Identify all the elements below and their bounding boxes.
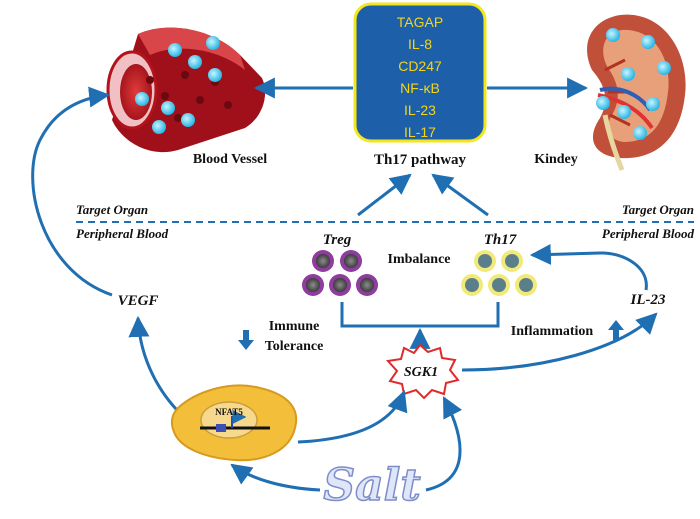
pathway-item: TAGAP xyxy=(397,14,443,30)
arrow-th17-to-pathway xyxy=(431,173,489,217)
th17-pathway-label: Th17 pathway xyxy=(374,152,467,168)
pathway-item: IL-8 xyxy=(408,36,432,52)
imbalance-bracket xyxy=(340,302,500,328)
sgk1-label: SGK1 xyxy=(404,365,438,380)
nfat5-label: NFAT5 xyxy=(215,407,243,417)
th17-pathway-box: TAGAP IL-8 CD247 NF-κB IL-23 IL-17 xyxy=(353,2,487,143)
treg-cell-cluster xyxy=(302,250,378,296)
pathway-item: IL-23 xyxy=(404,102,436,118)
down-arrow-icon xyxy=(238,330,254,350)
blood-vessel-label: Blood Vessel xyxy=(193,152,267,167)
peripheral-blood-right: Peripheral Blood xyxy=(602,226,695,241)
gene-box xyxy=(216,424,226,432)
target-organ-left: Target Organ xyxy=(76,202,148,217)
arrow-il23-to-th17 xyxy=(529,243,648,291)
kidney-image xyxy=(587,14,686,171)
treg-label: Treg xyxy=(323,232,352,248)
th17-cell-cluster xyxy=(461,250,537,296)
up-arrow-icon xyxy=(608,320,624,340)
salt-label: Salt xyxy=(323,460,420,511)
pathway-item: CD247 xyxy=(398,58,442,74)
pathway-item: IL-17 xyxy=(404,124,436,140)
arrow-sgk1-to-il23 xyxy=(461,312,658,372)
il23-label: IL-23 xyxy=(630,292,666,308)
arrow-vegf-to-vessel xyxy=(31,86,113,297)
target-organ-right: Target Organ xyxy=(622,202,694,217)
sgk1-starburst: SGK1 xyxy=(386,343,460,400)
arrow-salt-to-sgk1 xyxy=(425,396,463,492)
arrow-salt-to-nfat5 xyxy=(230,463,321,492)
blood-vessel-image xyxy=(106,27,266,153)
transcription-arrow xyxy=(231,410,247,428)
imbalance-label: Imbalance xyxy=(388,252,451,267)
kidney-label: Kindey xyxy=(534,152,578,167)
peripheral-blood-left: Peripheral Blood xyxy=(76,226,169,241)
vegf-label: VEGF xyxy=(118,293,159,309)
inflammation-label: Inflammation xyxy=(511,324,594,339)
arrow-nfat5-to-vegf xyxy=(128,315,187,420)
arrow-nfat5-to-sgk1 xyxy=(297,390,408,444)
arrow-treg-to-pathway xyxy=(357,173,412,217)
immune-tolerance-line1: Immune xyxy=(269,319,320,334)
immune-tolerance-line2: Tolerance xyxy=(265,339,324,354)
pathway-item: NF-κB xyxy=(400,80,440,96)
nfat5-cell: NFAT5 xyxy=(170,384,298,462)
th17-label: Th17 xyxy=(484,232,517,248)
